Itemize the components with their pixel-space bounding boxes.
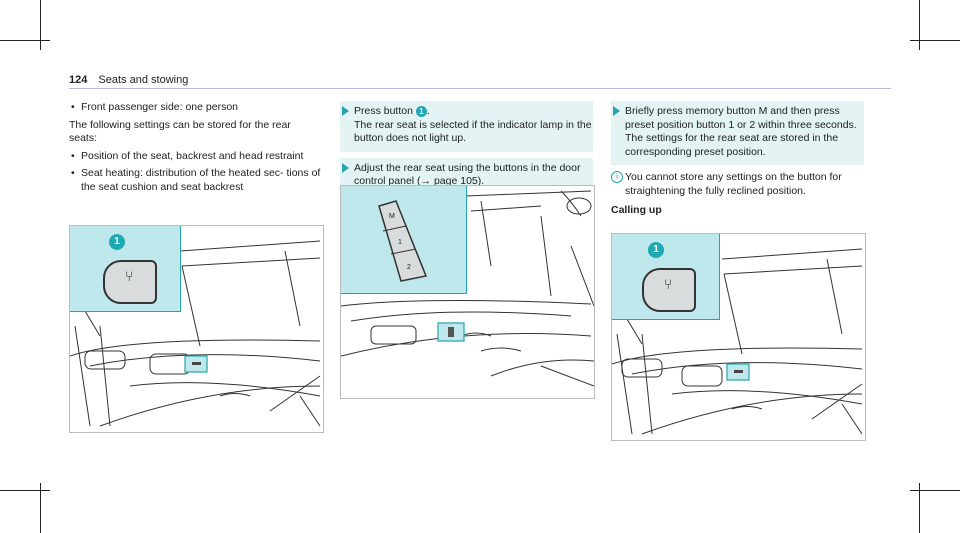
note: i You cannot store any settings on the b… [611, 171, 864, 198]
detail-inset: ⑂ 1 [612, 234, 720, 320]
seat-button-shape [103, 260, 157, 304]
door-panel-drawing [70, 240, 321, 427]
step-result: The settings for the rear seat are store… [625, 132, 839, 158]
list-item: Position of the seat, backrest and head … [69, 150, 321, 164]
page-title: Seats and stowing [98, 74, 189, 86]
callout-badge: 1 [109, 234, 125, 250]
crop-mark [919, 483, 920, 533]
memory-button-2: 2 [407, 264, 411, 271]
step-arrow-icon [342, 106, 349, 116]
seat-icon: ⑂ [664, 276, 673, 292]
seat-icon: ⑂ [125, 268, 134, 284]
paragraph: The following settings can be stored for… [69, 118, 291, 145]
column-3: Briefly press memory button M and then p… [611, 101, 864, 228]
note-text: You cannot store any settings on the but… [625, 171, 842, 197]
instruction-step: Briefly press memory button M and then p… [611, 101, 864, 165]
step-arrow-icon [342, 162, 349, 173]
memory-button-m: M [389, 213, 395, 220]
step-result: The rear seat is selected if the indicat… [354, 118, 592, 145]
memory-button-1: 1 [398, 239, 402, 246]
crop-mark [910, 40, 960, 41]
callout-badge: 1 [415, 105, 427, 117]
crop-mark [40, 483, 41, 533]
step-arrow-icon [613, 106, 620, 116]
seat-button-shape [642, 268, 696, 312]
step-text: Adjust the rear seat using the buttons i… [354, 161, 581, 188]
list-item: Seat heating: distribution of the heated… [69, 167, 321, 194]
door-illustration-3: ⑂ 1 [611, 233, 866, 441]
crop-mark [919, 0, 920, 50]
column-1: Front passenger side: one person The fol… [69, 101, 321, 194]
door-illustration-2: M 1 2 [340, 185, 595, 399]
list-item: Front passenger side: one person [69, 101, 321, 115]
detail-inset: M 1 2 [341, 186, 467, 294]
door-panel-drawing [341, 190, 594, 387]
door-panel-drawing [612, 248, 863, 435]
memory-buttons-drawing [378, 200, 428, 282]
crop-mark [40, 0, 41, 50]
crop-mark [0, 40, 50, 41]
step-text: Press button [354, 105, 416, 117]
section-heading: Calling up [611, 204, 662, 216]
door-illustration-1: ⑂ 1 [69, 225, 324, 433]
step-text: Briefly press memory button M and then p… [625, 105, 857, 131]
callout-badge: 1 [648, 242, 664, 258]
header-rule [69, 88, 891, 89]
crop-mark [910, 490, 960, 491]
page-number: 124 [69, 74, 88, 86]
step-text: . [426, 105, 430, 117]
crop-mark [0, 490, 50, 491]
page-header: 124 Seats and stowing [69, 74, 188, 86]
info-icon: i [611, 171, 623, 183]
instruction-step: Press button 1. The rear seat is selecte… [340, 101, 593, 152]
detail-inset: ⑂ 1 [70, 226, 181, 312]
